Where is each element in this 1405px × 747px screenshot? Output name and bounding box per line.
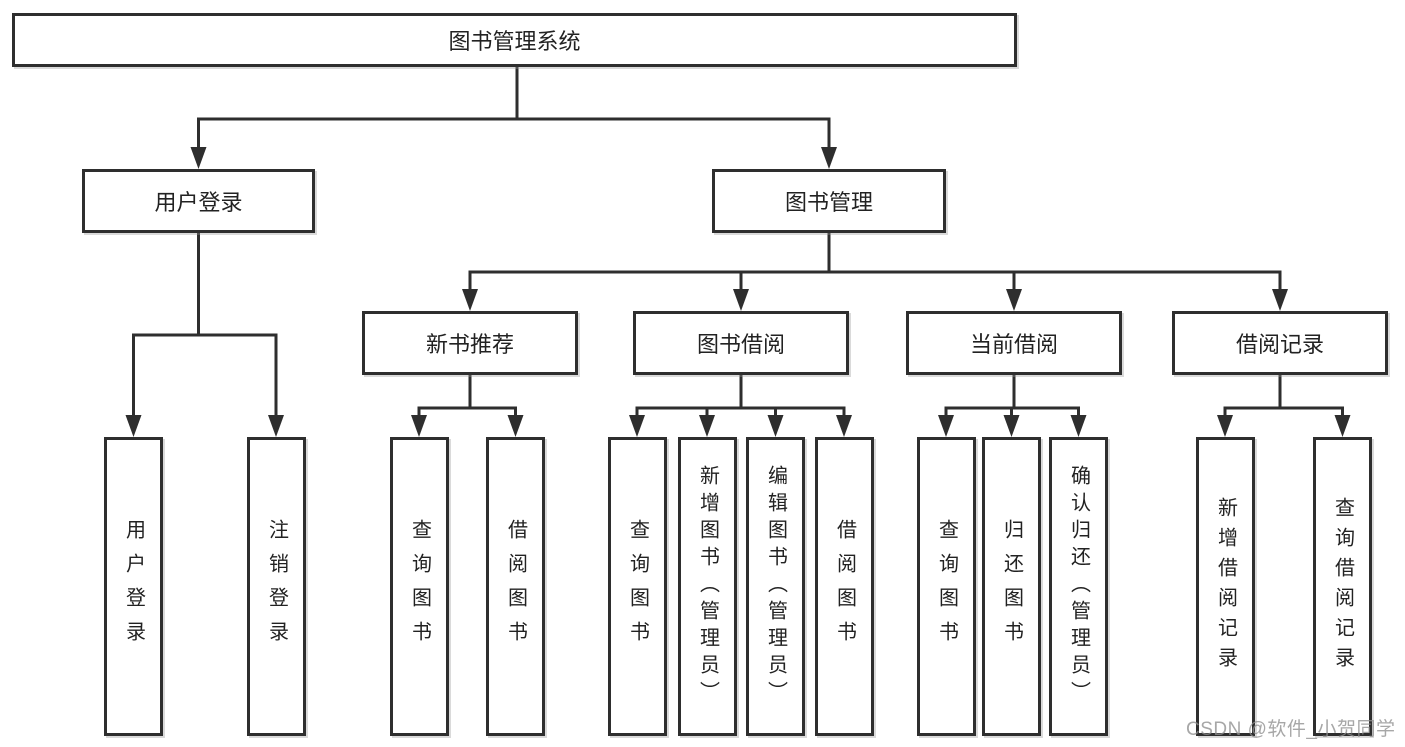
leaf-label: 查询图书	[626, 518, 649, 655]
node-leaf-cb-query-books: 查询图书	[917, 437, 976, 736]
node-leaf-cb-return-books: 归还图书	[982, 437, 1041, 736]
csdn-watermark: CSDN @软件_小贺同学	[1186, 719, 1396, 740]
leaf-label: 注销登录	[265, 518, 288, 655]
node-leaf-bb-query-books: 查询图书	[608, 437, 667, 736]
node-root: 图书管理系统	[12, 13, 1017, 67]
node-leaf-cb-confirm-return-admin: 确认归还（管理员）	[1049, 437, 1108, 736]
leaf-label: 查询图书	[408, 518, 431, 655]
node-borrow-records: 借阅记录	[1172, 311, 1388, 375]
node-current-borrow: 当前借阅	[906, 311, 1122, 375]
node-leaf-bb-edit-books-admin: 编辑图书（管理员）	[746, 437, 805, 736]
node-leaf-bb-add-books-admin: 新增图书（管理员）	[678, 437, 737, 736]
leaf-label: 借阅图书	[504, 518, 527, 655]
node-leaf-br-add-record: 新增借阅记录	[1196, 437, 1255, 736]
leaf-label: 用户登录	[122, 518, 145, 655]
node-new-book-recommend: 新书推荐	[362, 311, 578, 375]
leaf-label: 归还图书	[1000, 518, 1023, 655]
leaf-label: 查询借阅记录	[1331, 496, 1354, 677]
node-leaf-nb-borrow-books: 借阅图书	[486, 437, 545, 736]
node-user-login: 用户登录	[82, 169, 315, 233]
node-leaf-nb-query-books: 查询图书	[390, 437, 449, 736]
leaf-label: 编辑图书（管理员）	[764, 465, 787, 708]
leaf-label: 确认归还（管理员）	[1067, 465, 1090, 708]
node-leaf-bb-borrow-books: 借阅图书	[815, 437, 874, 736]
node-book-borrow: 图书借阅	[633, 311, 849, 375]
leaf-label: 查询图书	[935, 518, 958, 655]
node-leaf-user-login: 用户登录	[104, 437, 163, 736]
leaf-label: 新增借阅记录	[1214, 496, 1237, 677]
node-leaf-br-query-record: 查询借阅记录	[1313, 437, 1372, 736]
leaf-label: 新增图书（管理员）	[696, 465, 719, 708]
leaf-label: 借阅图书	[833, 518, 856, 655]
node-leaf-logout: 注销登录	[247, 437, 306, 736]
node-book-management: 图书管理	[712, 169, 946, 233]
